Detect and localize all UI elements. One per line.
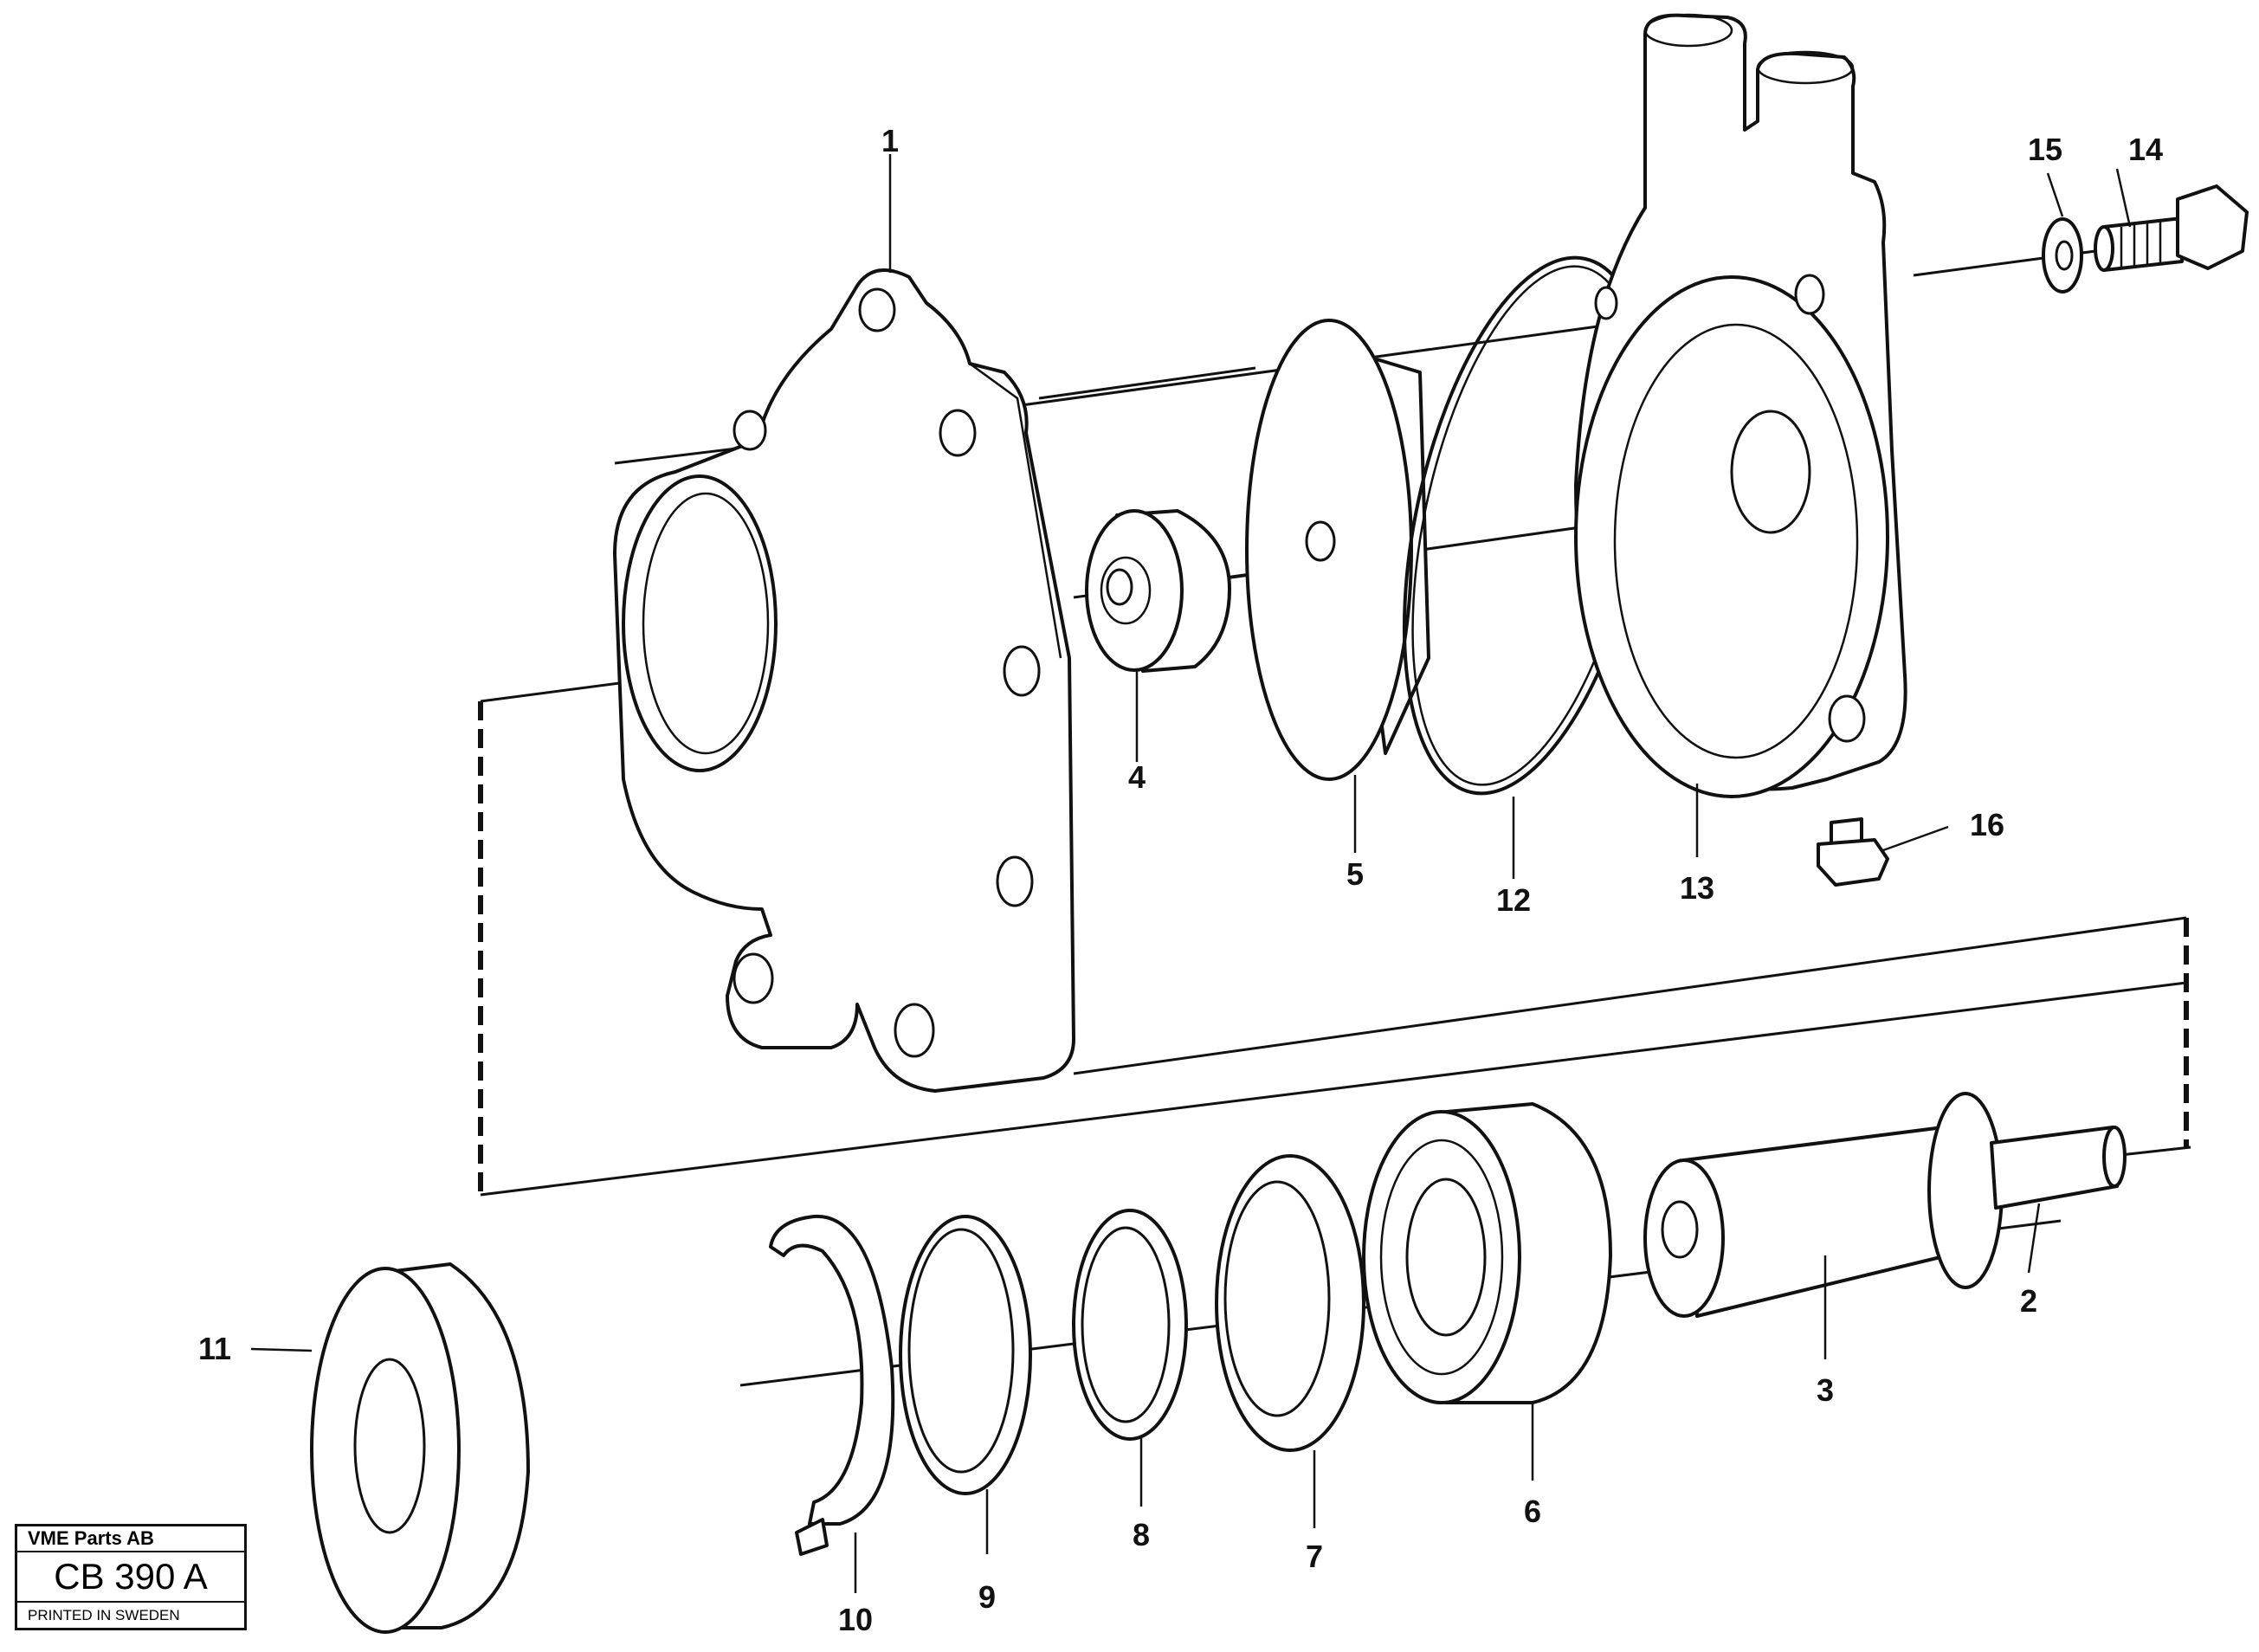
callout-3: 3	[1817, 1372, 1834, 1408]
callout-9: 9	[978, 1579, 996, 1615]
alignment-guide	[478, 665, 2189, 1197]
part-7-seal-ring	[1215, 1154, 1365, 1452]
callout-1: 1	[881, 123, 899, 158]
callout-12: 12	[1496, 882, 1531, 918]
printed-note: PRINTED IN SWEDEN	[28, 1606, 180, 1623]
callout-15: 15	[2028, 132, 2062, 167]
part-5-impeller	[1245, 319, 1430, 781]
callout-16: 16	[1970, 807, 2004, 842]
part-6-bearing	[1362, 1102, 1612, 1404]
part-13-cover	[1574, 13, 1907, 798]
part-4-seal	[1085, 509, 1231, 673]
company-name: VME Parts AB	[17, 1526, 244, 1552]
part-10-circlip	[769, 1214, 895, 1556]
title-block: VME Parts AB CB 390 A PRINTED IN SWEDEN	[15, 1524, 247, 1630]
part-14-bolt	[2094, 184, 2249, 272]
callout-5: 5	[1346, 856, 1364, 892]
callout-7: 7	[1306, 1539, 1323, 1574]
part-11-pulley	[310, 1262, 530, 1634]
leader-lines	[250, 154, 2132, 1593]
callout-numbers: 1 2 3 4 5 6 7 8 9 10 11 12 13 14 15 16	[198, 123, 2163, 1637]
part-16-plug	[1817, 817, 1889, 887]
part-1-housing	[613, 268, 1075, 1093]
callout-13: 13	[1680, 870, 1714, 906]
part-9-washer	[899, 1215, 1032, 1495]
part-3-hub	[1643, 1092, 2004, 1318]
callout-10: 10	[838, 1602, 873, 1637]
part-15-washer	[2042, 217, 2083, 294]
callout-14: 14	[2128, 132, 2163, 167]
callout-4: 4	[1128, 759, 1146, 795]
callout-2: 2	[2020, 1283, 2037, 1319]
callout-6: 6	[1524, 1494, 1541, 1529]
part-8-ring	[1072, 1209, 1188, 1441]
callout-8: 8	[1133, 1517, 1150, 1552]
diagram-code: CB 390 A	[17, 1552, 244, 1603]
callout-11: 11	[198, 1331, 231, 1366]
part-2-shaft	[1990, 1126, 2127, 1210]
